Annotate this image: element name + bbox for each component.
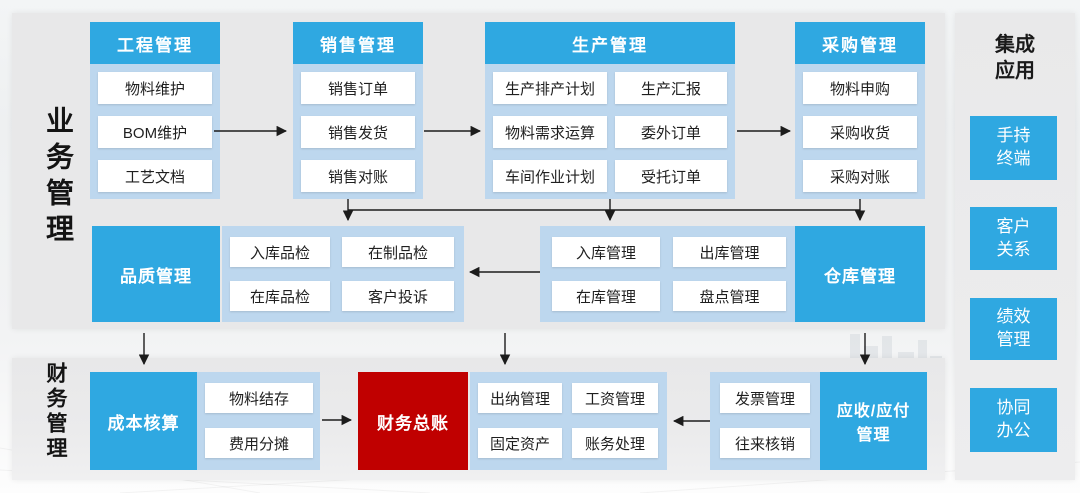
cashier-items-group: 出纳管理 工资管理 固定资产 账务处理 (470, 372, 667, 470)
box-production-schedule-plan: 生产排产计划 (493, 72, 607, 104)
procurement-items: 物料申购 采购收货 采购对账 (795, 64, 925, 199)
general-ledger-box: 财务总账 (358, 372, 468, 470)
column-sales: 销售管理 销售订单 销售发货 销售对账 (293, 22, 423, 199)
box-outsourcing-order: 委外订单 (615, 116, 727, 148)
business-management-label: 业务管理 (43, 106, 74, 250)
engineering-management-header: 工程管理 (90, 22, 220, 64)
warehouse-items-group: 入库管理 出库管理 在库管理 盘点管理 (540, 226, 795, 322)
box-bom-maintenance: BOM维护 (98, 116, 212, 148)
box-fixed-assets: 固定资产 (478, 428, 562, 458)
box-cashier-management: 出纳管理 (478, 383, 562, 413)
box-purchase-receiving: 采购收货 (803, 116, 917, 148)
box-workshop-operation-plan: 车间作业计划 (493, 160, 607, 192)
box-sales-delivery: 销售发货 (301, 116, 415, 148)
box-stocktake-management: 盘点管理 (673, 281, 786, 311)
quality-items-group: 入库品检 在制品检 在库品检 客户投诉 (222, 226, 464, 322)
box-inbound-management: 入库管理 (552, 237, 660, 267)
sales-items: 销售订单 销售发货 销售对账 (293, 64, 423, 199)
ar-ap-management-box: 应收/应付 管理 (820, 372, 927, 470)
box-material-requirement-calc: 物料需求运算 (493, 116, 607, 148)
invoice-items-group: 发票管理 往来核销 (710, 372, 820, 470)
box-inprocess-inspection: 在制品检 (342, 237, 454, 267)
box-accounting-processing: 账务处理 (572, 428, 658, 458)
box-expense-allocation: 费用分摊 (205, 428, 313, 458)
box-payroll-management: 工资管理 (572, 383, 658, 413)
finance-management-label: 财务管理 (44, 362, 67, 462)
cost-items-group: 物料结存 费用分摊 (197, 372, 320, 470)
box-sales-reconciliation: 销售对账 (301, 160, 415, 192)
box-sales-order: 销售订单 (301, 72, 415, 104)
procurement-management-header: 采购管理 (795, 22, 925, 64)
box-invoice-management: 发票管理 (720, 383, 810, 413)
engineering-items: 物料维护 BOM维护 工艺文档 (90, 64, 220, 199)
integration-box-performance-management: 绩效 管理 (970, 298, 1057, 360)
box-production-report: 生产汇报 (615, 72, 727, 104)
sales-management-header: 销售管理 (293, 22, 423, 64)
box-process-documents: 工艺文档 (98, 160, 212, 192)
column-engineering: 工程管理 物料维护 BOM维护 工艺文档 (90, 22, 220, 199)
integration-apps-title: 集成 应用 (995, 34, 1035, 82)
production-items: 生产排产计划 生产汇报 物料需求运算 委外订单 车间作业计划 受托订单 (485, 64, 735, 199)
box-material-requisition: 物料申购 (803, 72, 917, 104)
quality-management-box: 品质管理 (92, 226, 220, 322)
box-outbound-management: 出库管理 (673, 237, 786, 267)
cost-accounting-box: 成本核算 (90, 372, 197, 470)
box-entrusted-order: 受托订单 (615, 160, 727, 192)
integration-box-collaborative-office: 协同 办公 (970, 388, 1057, 452)
box-customer-complaint: 客户投诉 (342, 281, 454, 311)
box-transaction-writeoff: 往来核销 (720, 428, 810, 458)
box-instock-management: 在库管理 (552, 281, 660, 311)
integration-box-customer-relationship: 客户 关系 (970, 207, 1057, 270)
box-material-balance: 物料结存 (205, 383, 313, 413)
integration-box-handheld-terminal: 手持 终端 (970, 116, 1057, 180)
box-material-maintenance: 物料维护 (98, 72, 212, 104)
box-purchase-reconciliation: 采购对账 (803, 160, 917, 192)
column-procurement: 采购管理 物料申购 采购收货 采购对账 (795, 22, 925, 199)
warehouse-management-box: 仓库管理 (795, 226, 925, 322)
production-management-header: 生产管理 (485, 22, 735, 64)
column-production: 生产管理 生产排产计划 生产汇报 物料需求运算 委外订单 车间作业计划 受托订单 (485, 22, 735, 199)
box-instock-inspection: 在库品检 (230, 281, 330, 311)
box-incoming-inspection: 入库品检 (230, 237, 330, 267)
